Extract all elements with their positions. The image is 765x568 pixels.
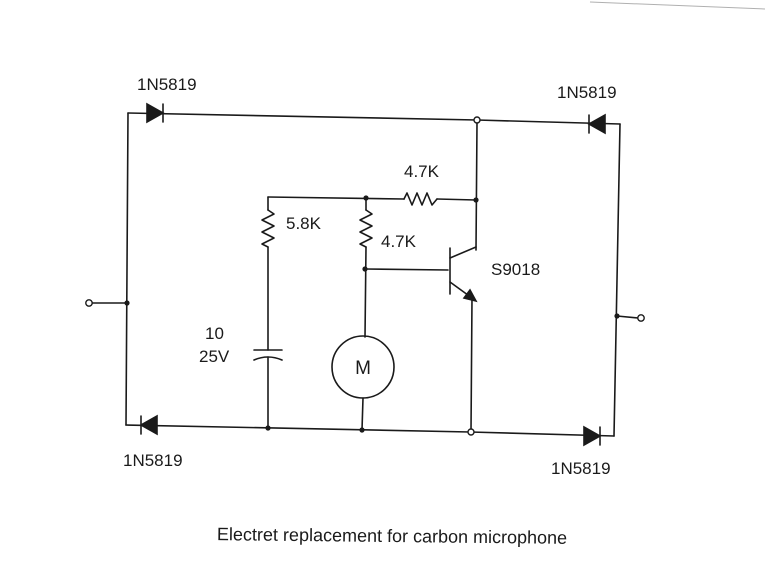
diode-bottom-left xyxy=(139,414,158,436)
motor-lead-bottom xyxy=(361,397,364,431)
label-transistor: S9018 xyxy=(491,260,540,279)
label-diode-top-right: 1N5819 xyxy=(557,83,617,102)
left-junction xyxy=(124,300,130,306)
resistor-left xyxy=(261,209,275,248)
right-vertical-wire xyxy=(613,123,621,437)
bottom-node xyxy=(467,428,475,436)
diode-top-right xyxy=(587,113,606,135)
left-vertical-wire xyxy=(125,112,129,426)
diode-bottom-right xyxy=(583,425,602,447)
base-wire xyxy=(364,268,449,271)
label-diode-bottom-right: 1N5819 xyxy=(551,459,611,478)
scan-edge-line xyxy=(589,1,765,10)
resistor-bias xyxy=(359,209,373,248)
right-terminal xyxy=(637,314,645,322)
right-junction xyxy=(614,313,620,319)
resistor-feedback xyxy=(403,192,438,206)
label-resistor-bias: 4.7K xyxy=(381,232,417,251)
top-node xyxy=(473,116,481,124)
label-motor: M xyxy=(355,358,371,379)
inner-top-wire-left xyxy=(267,196,405,200)
transistor-symbol xyxy=(449,246,478,303)
label-diode-top-left: 1N5819 xyxy=(137,75,197,94)
label-diode-bottom-left: 1N5819 xyxy=(123,451,183,470)
capacitor-ground-junction xyxy=(265,425,271,431)
collector-rail-wire xyxy=(475,122,478,251)
inner-top-wire-right xyxy=(436,198,477,201)
motor-ground-junction xyxy=(359,427,365,433)
label-resistor-feedback: 4.7K xyxy=(404,162,440,181)
figure-caption: Electret replacement for carbon micropho… xyxy=(217,524,567,548)
left-terminal xyxy=(85,299,93,307)
bias-branch-down xyxy=(364,246,367,338)
emitter-wire xyxy=(470,297,473,433)
label-capacitor-value: 10 xyxy=(205,324,224,343)
label-resistor-left: 5.8K xyxy=(286,214,322,233)
top-rail-wire xyxy=(127,112,621,125)
right-terminal-lead xyxy=(616,315,639,319)
label-capacitor-voltage: 25V xyxy=(199,347,230,366)
bottom-rail-wire xyxy=(125,424,615,437)
diode-top-left xyxy=(146,102,165,124)
